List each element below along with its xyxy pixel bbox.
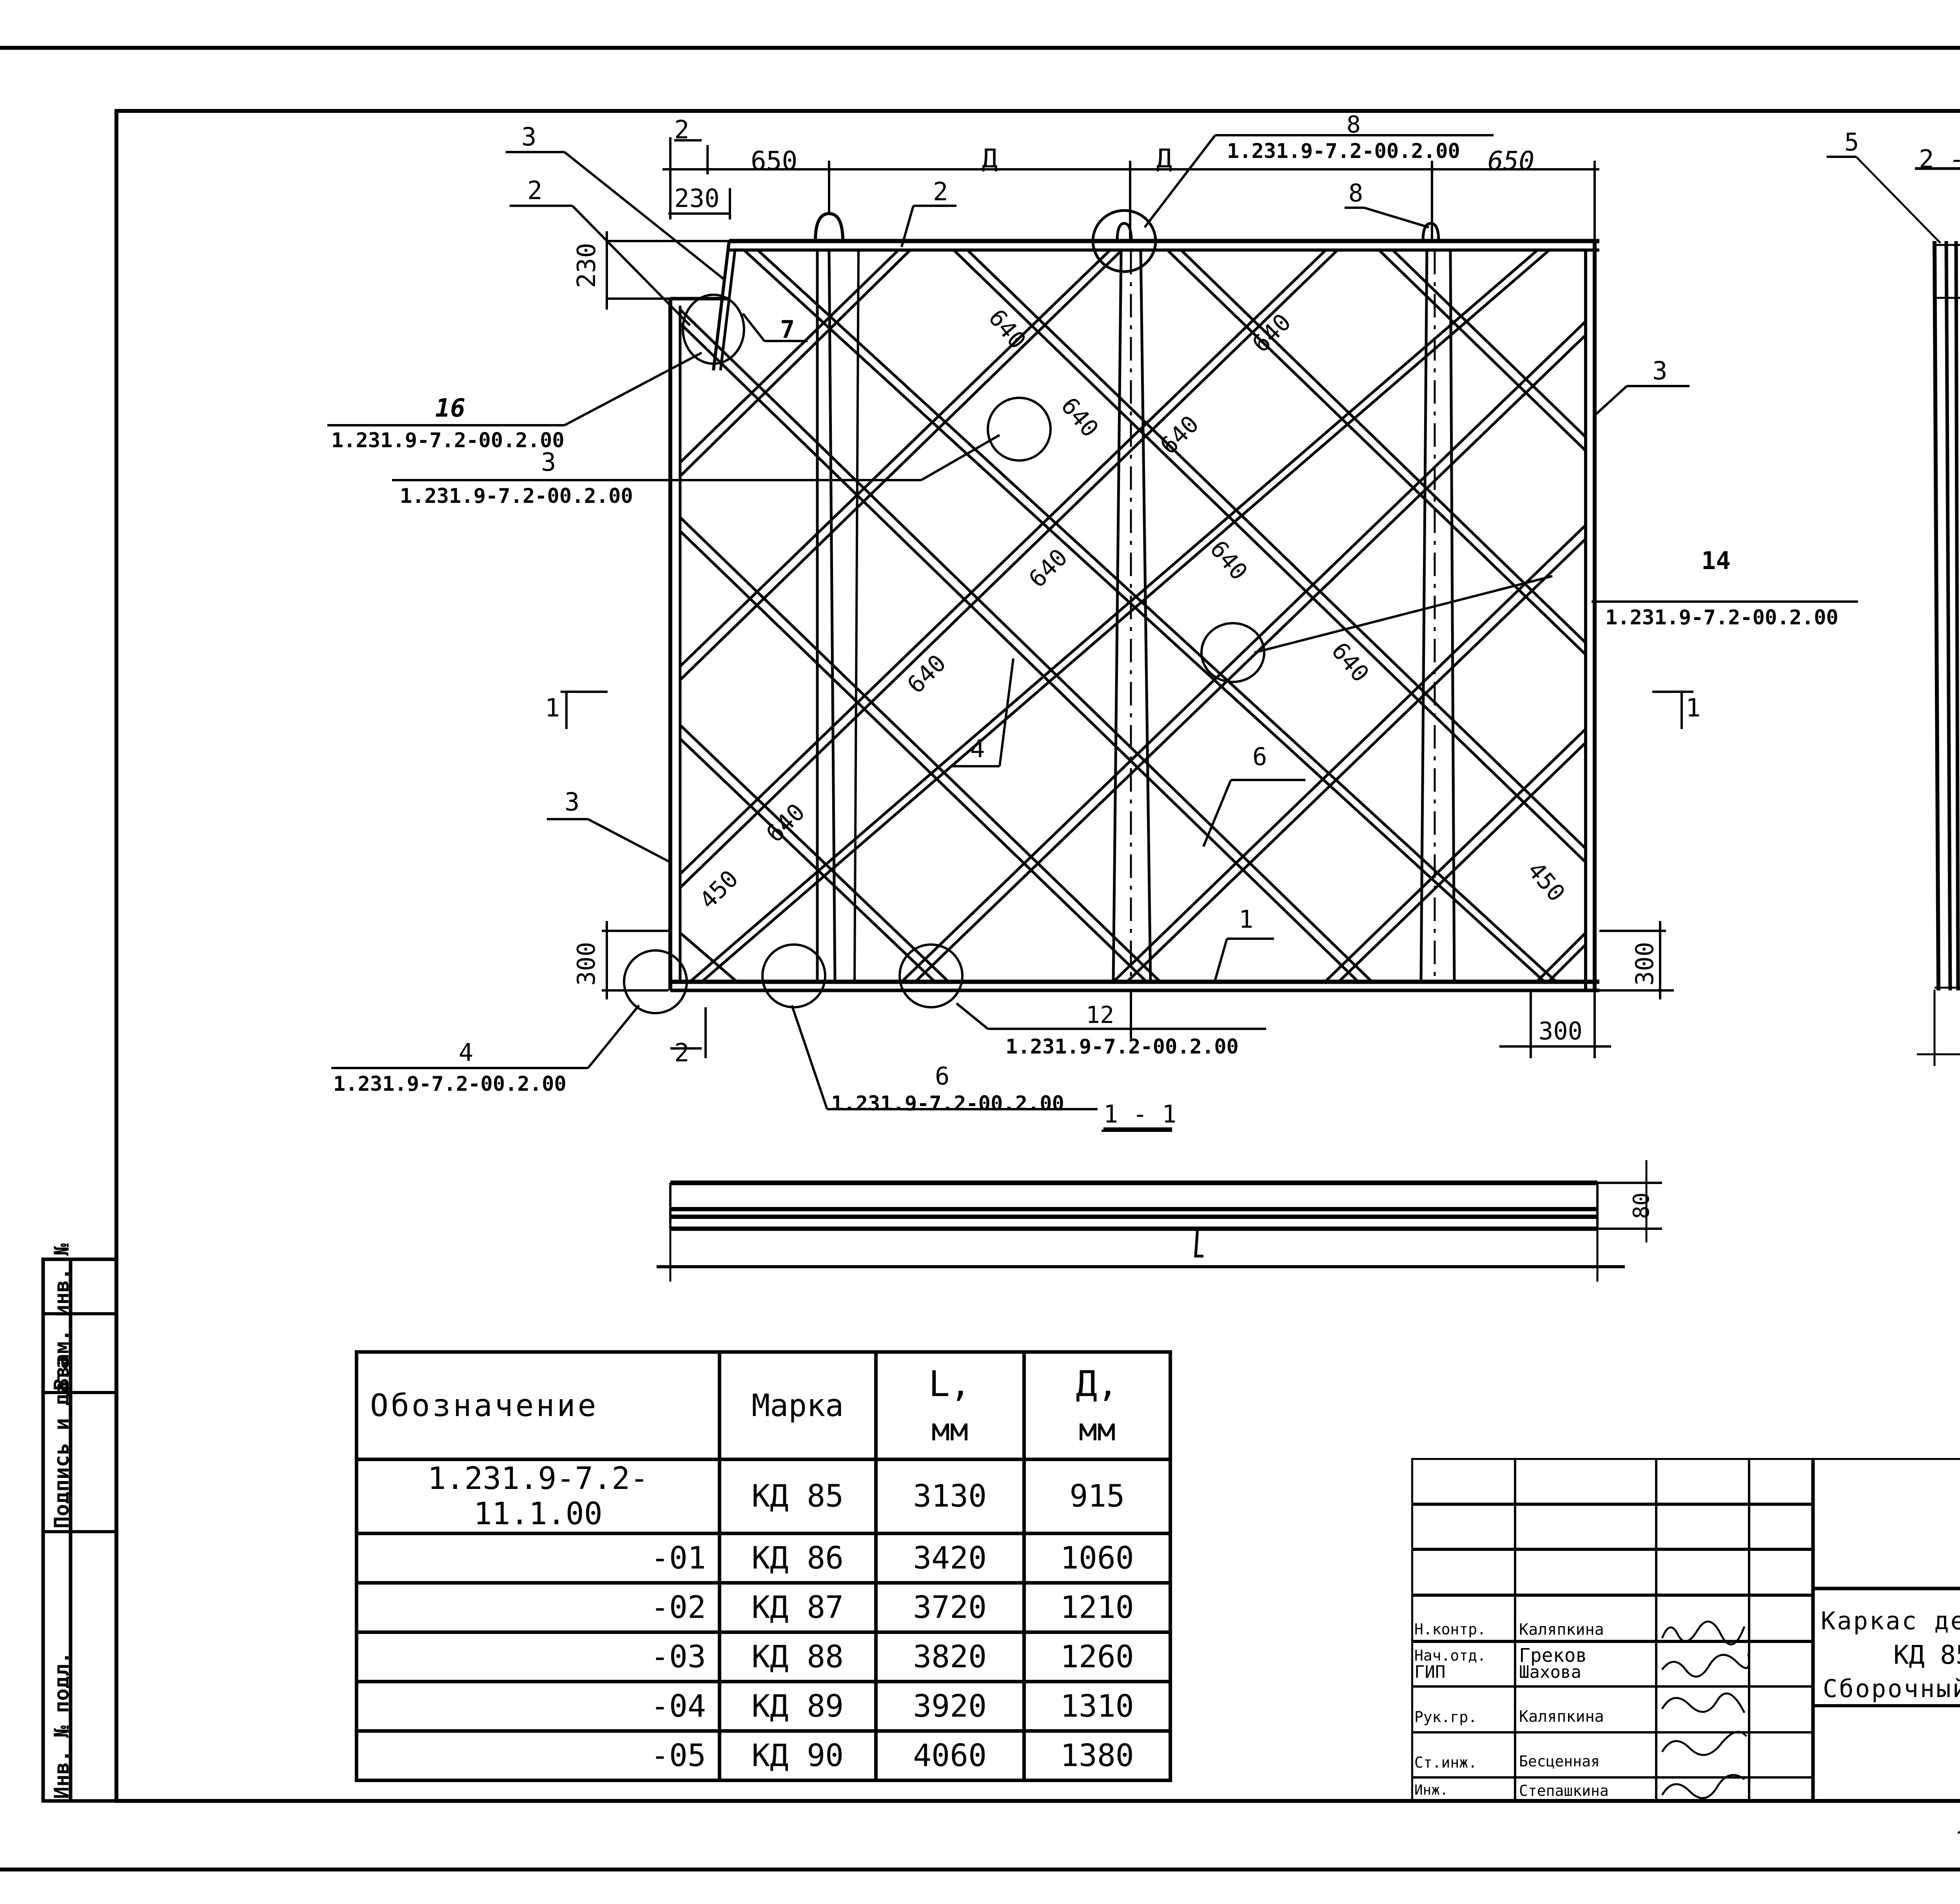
table-row: 1.231.9-7.2-11.1.00 КД 85 3130 915 [355,1458,1172,1535]
specification-table: Обозначение Марка L,мм Д,мм 1.231.9-7.2-… [355,1350,1172,1782]
section-mark-2-bottom: 2 [674,1039,690,1068]
callout-leaders [327,134,1858,1132]
callout-5: 5 [1844,128,1859,156]
strip-label-replaced-inv: Взам. инв. № [50,1243,74,1391]
title-line-2: КД 85 — КД 90 [1893,1640,1960,1670]
table-header-row: Обозначение Марка L,мм Д,мм [355,1350,1172,1461]
dim-300-left: 300 [572,942,601,986]
callout-16: 16 [435,394,466,423]
callout-8-small: 8 [1348,179,1363,207]
section-mark-1-left: 1 [545,694,560,723]
callout-12-code: 1.231.9-7.2-00.2.00 [1005,1035,1239,1059]
role-label: Рук.гр. [1414,1708,1477,1726]
table-row: -01 КД 86 3420 1060 [355,1532,1172,1585]
dim-300-right-horizontal: 300 [1539,1017,1583,1045]
dim-230-vertical: 230 [572,243,601,288]
role-label: Нач.отд. [1414,1647,1486,1664]
table-row: -05 КД 90 4060 1380 [355,1729,1172,1782]
dim-650-left: 650 [751,146,798,176]
table-row: -02 КД 87 3720 1210 [355,1581,1172,1634]
callout-16-code: 1.231.9-7.2-00.2.00 [331,429,564,452]
signature-scribbles [1661,1620,1750,1799]
header-length: L,мм [874,1350,1026,1461]
callout-6-inner: 6 [1252,742,1267,771]
dim-80-section-1-1: 80 [1629,1192,1654,1219]
signer-name: Бесценная [1519,1753,1600,1770]
callout-3-mid-code: 1.231.9-7.2-00.2.00 [400,484,633,508]
header-d: Д,мм [1022,1350,1172,1461]
callout-2-left: 2 [527,176,543,205]
callout-3-left-low: 3 [564,788,580,817]
section-mark-1-right: 1 [1686,694,1701,723]
role-label: Н.контр. [1414,1621,1486,1638]
callout-4-code: 1.231.9-7.2-00.2.00 [333,1072,566,1096]
table-row: -04 КД 89 3920 1310 [355,1680,1172,1733]
callout-8-top: 8 [1347,111,1361,138]
table-row: -03 КД 88 3820 1260 [355,1630,1172,1683]
callout-14: 14 [1701,546,1731,575]
title-line-3: Сборочный чертеж. [1823,1674,1960,1703]
dimension-lines [561,137,1693,1058]
role-label: Ст.инж. [1414,1754,1477,1771]
title-line-1: Каркас деревянный [1821,1607,1960,1635]
dim-300-right-vertical: 300 [1630,942,1659,986]
callout-12: 12 [1086,1001,1114,1029]
strip-label-inv-no: Инв. № подл. [50,1652,74,1799]
section-2-2-view [1827,156,1960,1066]
front-view-frame [623,209,1599,1014]
header-designation: Обозначение [355,1350,721,1461]
title-block: 1.231.9-7.2-11.1.00СБ Каркас деревянный … [1411,1458,1960,1801]
archive-number: 18971-01 80 [1956,1813,1960,1838]
header-mark: Марка [717,1350,878,1461]
dim-d2: Д [1156,143,1172,174]
section-2-2-title: 2 - 2 [1919,145,1960,174]
role-label: ГИП [1414,1662,1446,1682]
dim-230-horizontal: 230 [674,184,720,213]
signer-name: Каляпкина [1519,1621,1604,1639]
callout-4: 4 [459,1038,474,1067]
callout-1-inner: 1 [1239,905,1254,934]
section-mark-2-top: 2 [674,116,690,145]
role-label: Инж. [1414,1782,1448,1798]
callout-3-mid: 3 [541,448,556,477]
callout-2-top: 2 [933,178,948,207]
section-1-1-view [657,1127,1662,1282]
callout-14-code: 1.231.9-7.2-00.2.00 [1605,606,1838,629]
callout-4-inner: 4 [970,734,985,763]
callout-6-code: 1.231.9-7.2-00.2.00 [831,1092,1064,1115]
signer-name: Степашкина [1519,1782,1609,1799]
dim-d1: Д [982,143,998,174]
callout-6: 6 [935,1062,950,1090]
signer-name: Шахова [1519,1662,1581,1682]
signer-name: Греков [1519,1645,1587,1666]
callout-8-top-code: 1.231.9-7.2-00.2.00 [1227,140,1460,163]
callout-7: 7 [780,315,795,344]
callout-3-top: 3 [521,123,537,152]
section-1-1-title: 1 - 1 [1103,1100,1177,1128]
length-symbol [1194,1228,1203,1258]
signer-name: Каляпкина [1519,1708,1604,1726]
dim-650-right: 650 [1488,146,1535,176]
callout-3-right: 3 [1652,357,1668,386]
